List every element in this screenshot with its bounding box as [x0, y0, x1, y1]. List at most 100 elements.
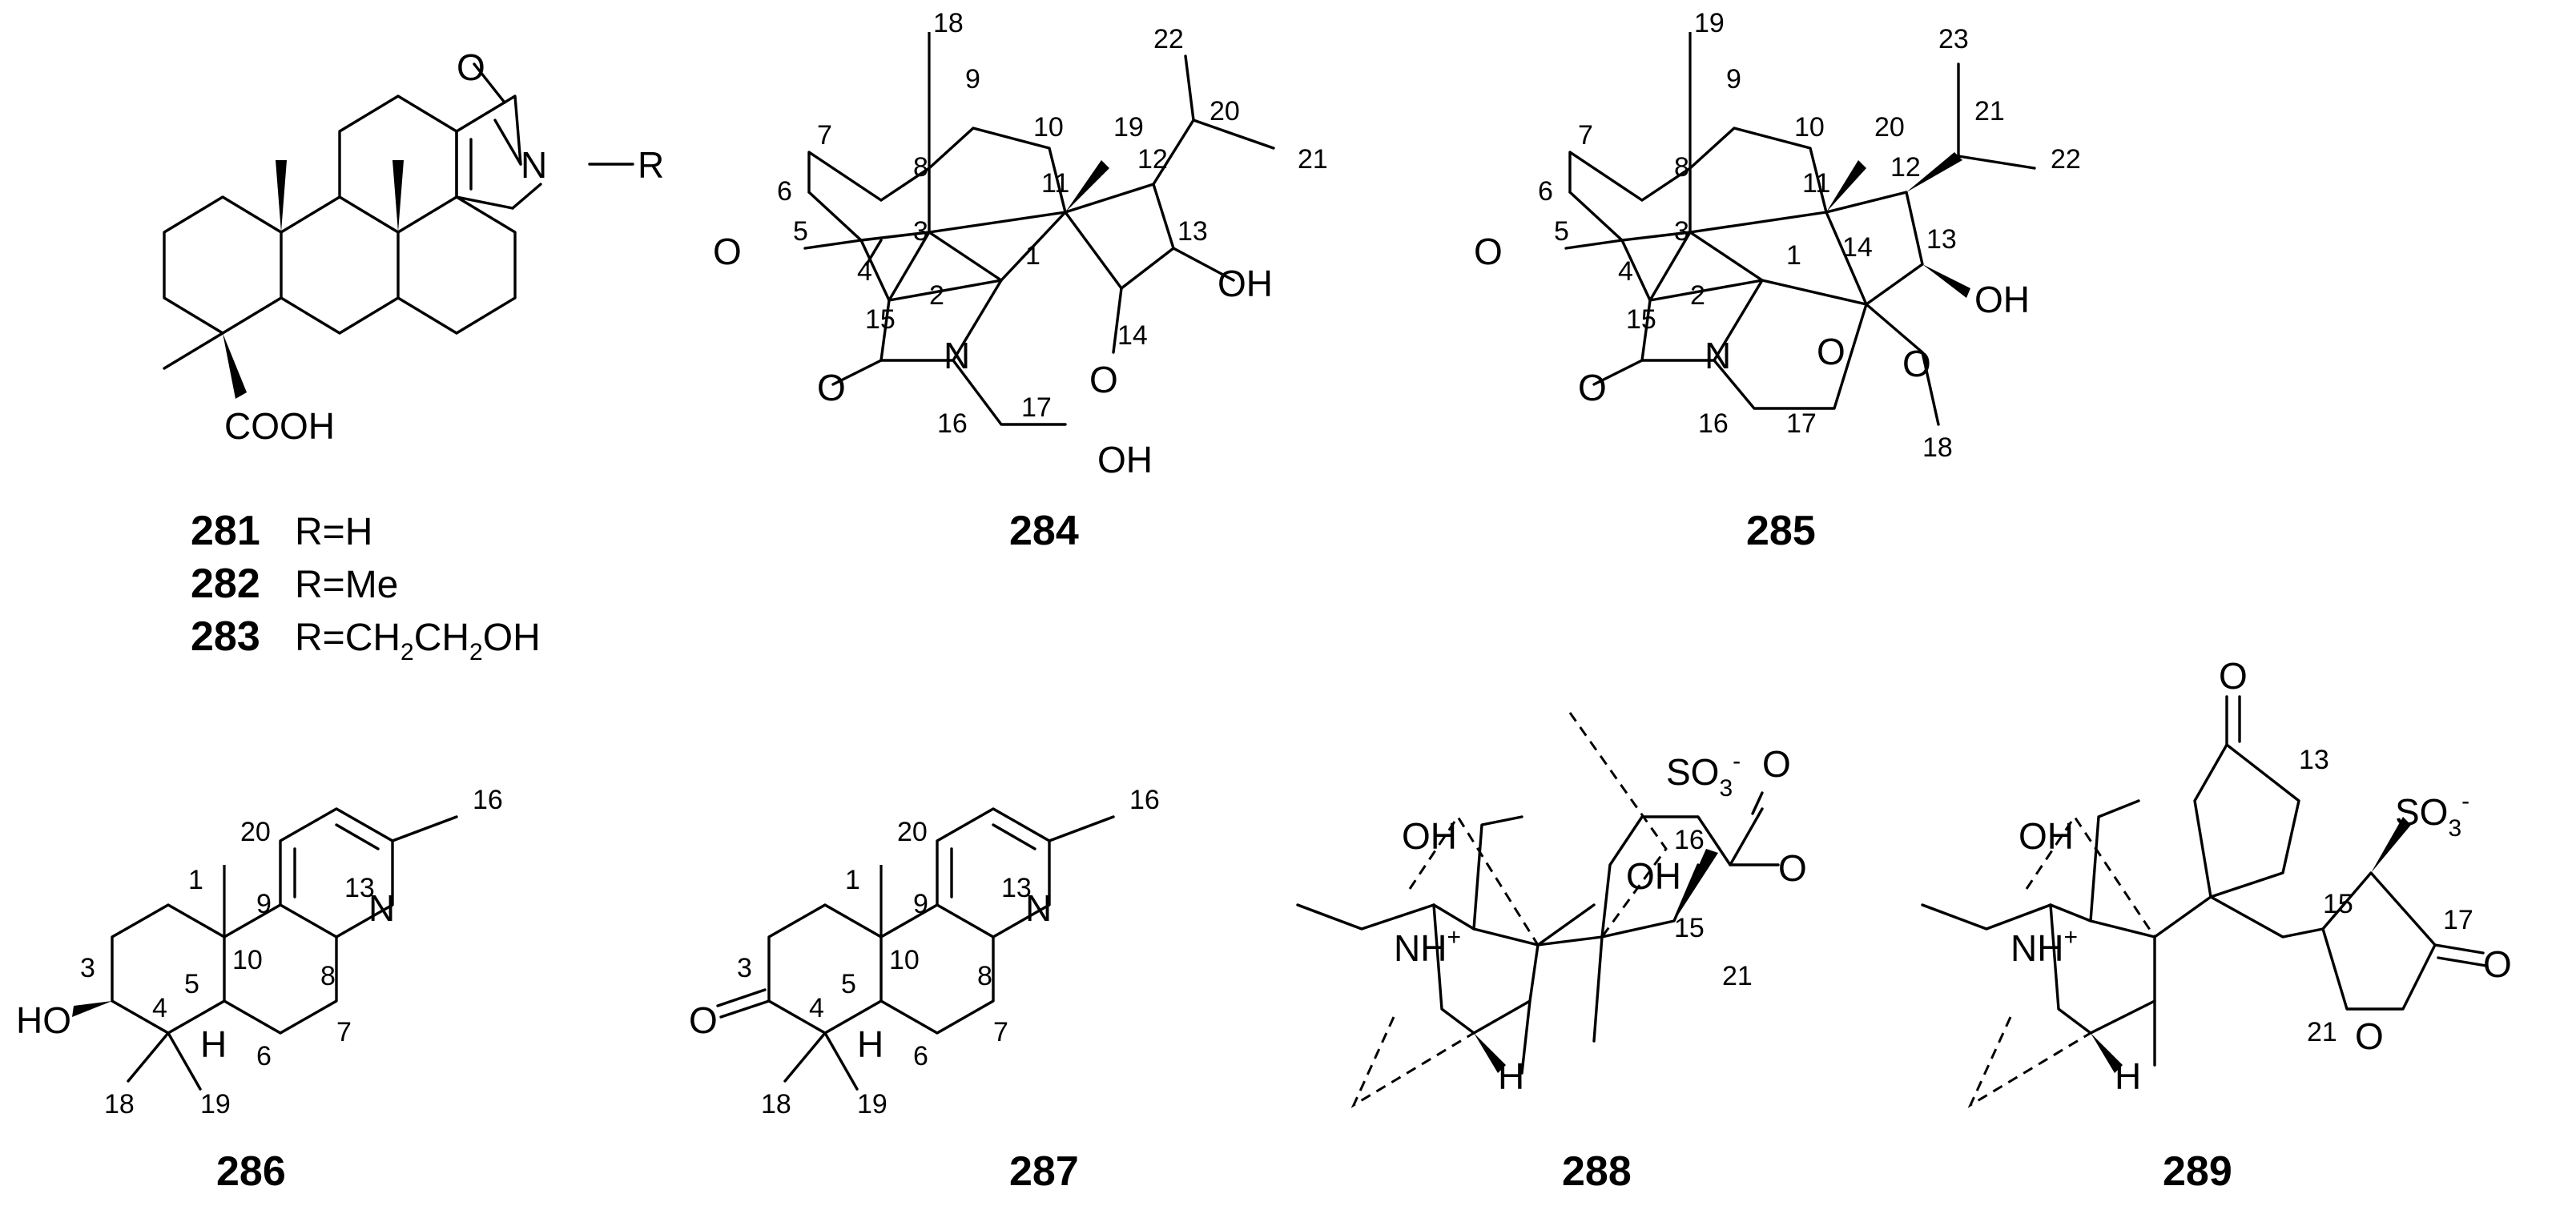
locant: 15 [1626, 304, 1656, 335]
locant: 3 [737, 953, 752, 983]
locant: 4 [152, 993, 167, 1023]
locant: 1 [188, 865, 203, 895]
locant: 19 [1113, 112, 1144, 143]
locant: 11 [1041, 168, 1069, 199]
atom-NH: NH+ [1394, 924, 1461, 969]
atom-O: O [1902, 343, 1931, 384]
structure-289: NH+ OH H O SO3- O O 13 15 17 21 289 [1921, 655, 2512, 1195]
locant: 3 [1674, 216, 1689, 247]
locant: 19 [200, 1089, 231, 1120]
compound-label-284: 284 [1009, 508, 1079, 554]
locant: 7 [336, 1017, 352, 1047]
locant: 16 [1698, 408, 1729, 439]
compound-r-283: R=CH2CH2OH [295, 617, 541, 665]
locant: 1 [845, 865, 860, 895]
locant: 8 [913, 152, 928, 183]
locant: 17 [2443, 905, 2473, 935]
locant: 10 [232, 945, 263, 975]
locant: 2 [1690, 280, 1705, 311]
atom-O: O [1817, 331, 1845, 372]
locant: 17 [1021, 392, 1052, 423]
atom-O: O [2355, 1015, 2384, 1057]
locant: 15 [1674, 913, 1705, 943]
atom-O: O [817, 367, 846, 408]
locant: 6 [913, 1041, 928, 1071]
locant: 5 [841, 969, 856, 999]
atom-O: O [457, 46, 485, 88]
locant: 8 [1674, 152, 1689, 183]
atom-N: N [368, 887, 395, 929]
atom-HO: HO [16, 999, 71, 1041]
locant: 21 [1298, 144, 1328, 175]
locant: 3 [913, 216, 928, 247]
atom-O: O [713, 231, 742, 272]
locant: 10 [1033, 112, 1064, 143]
atom-H: H [2115, 1055, 2141, 1097]
structure-285: O O N O O OH 19 7 9 10 20 23 21 22 6 8 1… [1474, 8, 2081, 554]
locant: 12 [1890, 152, 1921, 183]
compound-label-283: 283 [191, 613, 260, 660]
locant: 5 [793, 216, 808, 247]
locant: 12 [1137, 144, 1168, 175]
structure-287: N O H 16 13 20 1 9 10 8 3 5 4 7 6 18 19 … [689, 785, 1160, 1195]
locant: 16 [1129, 785, 1160, 815]
locant: 4 [1618, 256, 1633, 287]
locant: 7 [817, 120, 832, 151]
locant: 9 [256, 889, 272, 919]
atom-O: O [1474, 231, 1503, 272]
locant: 8 [977, 961, 992, 991]
compound-label-281: 281 [191, 508, 260, 554]
locant: 4 [857, 256, 872, 287]
locant: 15 [865, 304, 896, 335]
locant: 17 [1786, 408, 1817, 439]
locant: 7 [1578, 120, 1593, 151]
atom-N: N [521, 144, 547, 186]
locant: 2 [929, 280, 944, 311]
locant: 5 [184, 969, 199, 999]
locant: 10 [889, 945, 920, 975]
atom-NH: NH+ [2010, 924, 2078, 969]
locant: 19 [1694, 8, 1725, 38]
atom-O: O [1762, 743, 1791, 785]
locant: 14 [1842, 232, 1873, 263]
compound-label-287: 287 [1009, 1148, 1079, 1195]
atom-O: O [1578, 367, 1607, 408]
locant: 13 [1001, 873, 1032, 903]
atom-N: N [1705, 335, 1731, 376]
locant: 5 [1554, 216, 1569, 247]
atom-OH: OH [1626, 855, 1681, 897]
locant: 21 [1974, 96, 2005, 127]
locant: 9 [1726, 64, 1741, 94]
atom-COOH: COOH [224, 405, 335, 447]
locant: 13 [1926, 224, 1957, 255]
locant: 9 [965, 64, 980, 94]
locant: 18 [104, 1089, 135, 1120]
locant: 16 [937, 408, 968, 439]
locant: 13 [2299, 745, 2329, 775]
atom-OH: OH [1974, 279, 2030, 320]
atom-OH: OH [1402, 815, 1457, 857]
atom-N: N [1025, 887, 1052, 929]
locant: 6 [256, 1041, 272, 1071]
locant: 14 [1117, 320, 1148, 351]
atom-SO3: SO3- [2395, 788, 2469, 842]
locant: 4 [809, 993, 824, 1023]
locant: 20 [240, 817, 271, 847]
locant: 20 [1874, 112, 1905, 143]
atom-H: H [200, 1023, 227, 1065]
locant: 19 [857, 1089, 888, 1120]
locant: 13 [344, 873, 375, 903]
atom-R: R [638, 144, 664, 186]
compound-label-285: 285 [1746, 508, 1816, 554]
locant: 15 [2323, 889, 2353, 919]
atom-OH: OH [1218, 263, 1273, 304]
atom-SO3: SO3- [1666, 748, 1741, 802]
locant: 16 [1674, 825, 1705, 855]
atom-O: O [1089, 359, 1118, 400]
locant: 11 [1802, 168, 1830, 199]
structure-281-283: O N R COOH 281 R=H 282 R=Me 283 R=CH2CH2… [163, 46, 664, 665]
locant: 22 [1153, 24, 1184, 54]
locant: 3 [80, 953, 95, 983]
locant: 20 [897, 817, 928, 847]
